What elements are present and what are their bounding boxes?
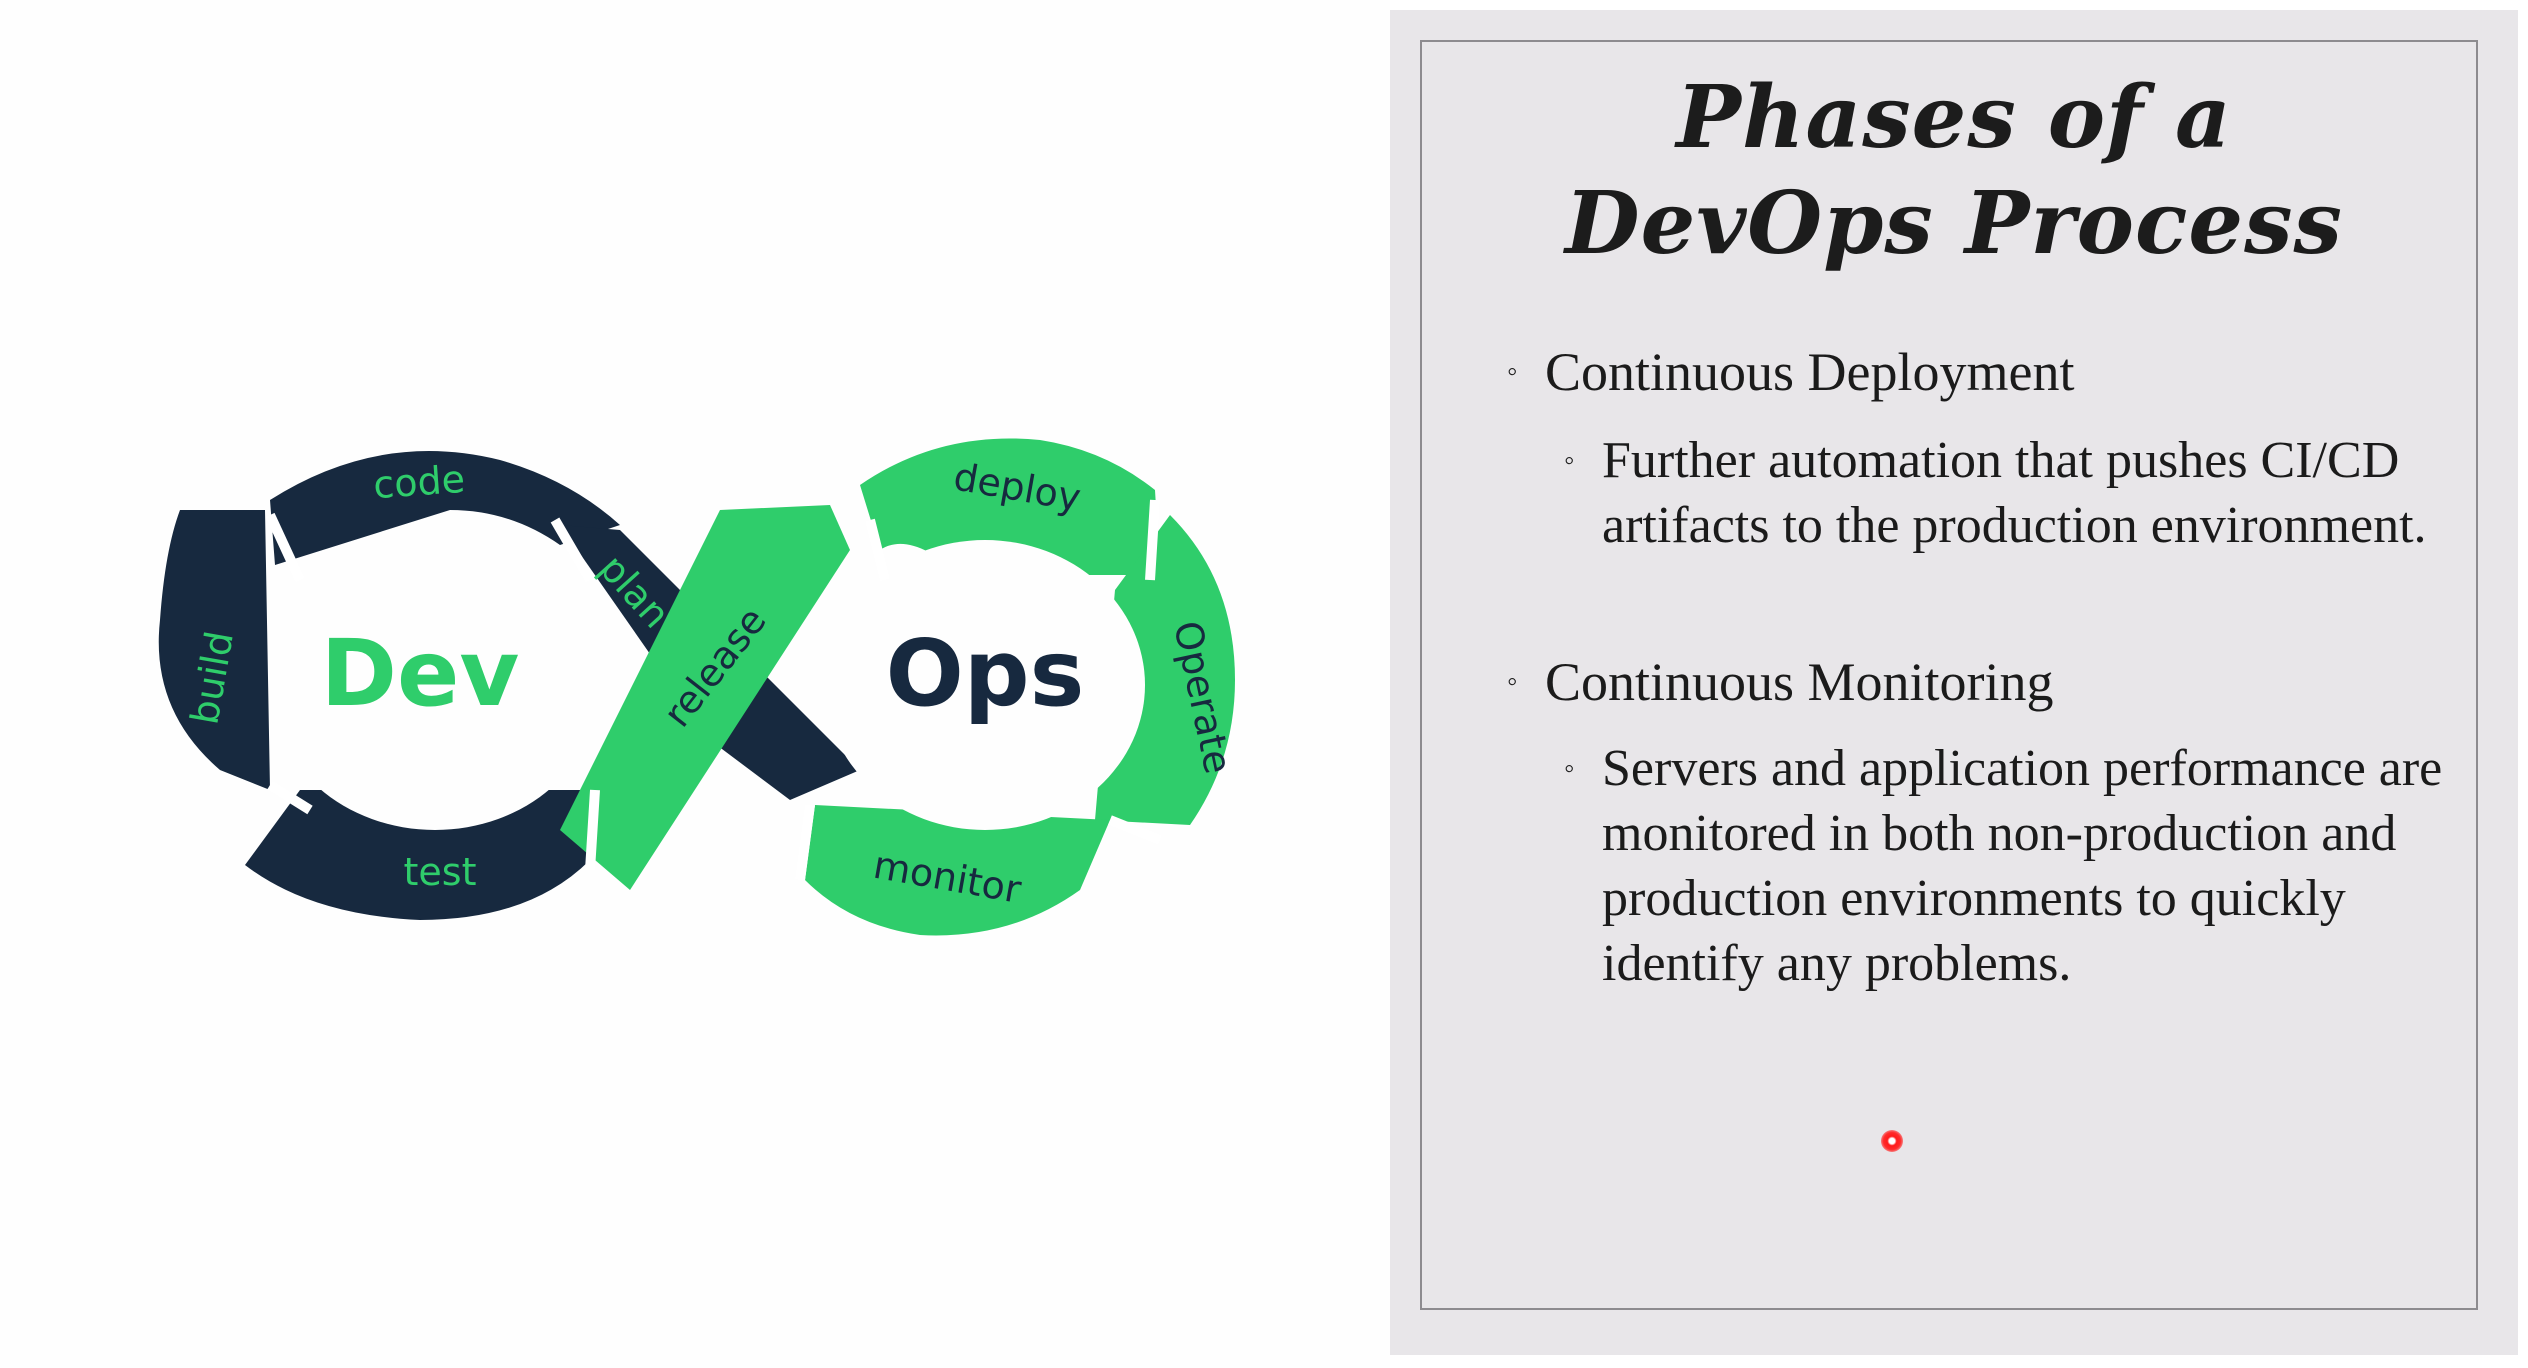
- phase-test-label: test: [404, 850, 477, 894]
- bullet-text: Continuous Monitoring: [1545, 652, 2054, 712]
- bullet-continuous-deployment: ◦ Continuous Deployment: [1507, 340, 2445, 404]
- bullet-marker: ◦: [1507, 355, 1518, 388]
- slide-text-panel: Phases of a DevOps Process ◦ Continuous …: [1390, 10, 2518, 1355]
- arrow-separators: [265, 499, 1162, 881]
- devops-infinity-image: Dev Ops code build test plan release dep…: [158, 438, 1241, 936]
- slide-title: Phases of a DevOps Process: [1390, 65, 2518, 277]
- ops-loop: [560, 438, 1235, 936]
- dev-loop: [158, 451, 860, 920]
- text-panel-border: [1420, 40, 2478, 1310]
- sub-bullet-text: Servers and application performance are …: [1602, 740, 2443, 992]
- bullet-continuous-monitoring: ◦ Continuous Monitoring: [1507, 650, 2445, 714]
- devops-infinity-logo: Dev Ops code build test plan release dep…: [158, 438, 1240, 936]
- bullet-marker: ◦: [1564, 752, 1575, 785]
- sub-bullet-deployment-detail: ◦ Further automation that pushes CI/CD a…: [1564, 428, 2462, 558]
- bullet-marker: ◦: [1564, 444, 1575, 477]
- sub-bullet-text: Further automation that pushes CI/CD art…: [1602, 432, 2427, 554]
- laser-pointer-cursor: [1881, 1130, 1903, 1152]
- phase-code-label: code: [372, 457, 467, 507]
- bullet-text: Continuous Deployment: [1545, 342, 2075, 402]
- bullet-marker: ◦: [1507, 665, 1518, 698]
- dev-label: Dev: [321, 620, 520, 727]
- slide-title-line-1: Phases of a: [1676, 67, 2232, 168]
- sub-bullet-monitoring-detail: ◦ Servers and application performance ar…: [1564, 736, 2462, 996]
- slide-title-line-2: DevOps Process: [1565, 173, 2343, 274]
- ops-label: Ops: [886, 620, 1085, 727]
